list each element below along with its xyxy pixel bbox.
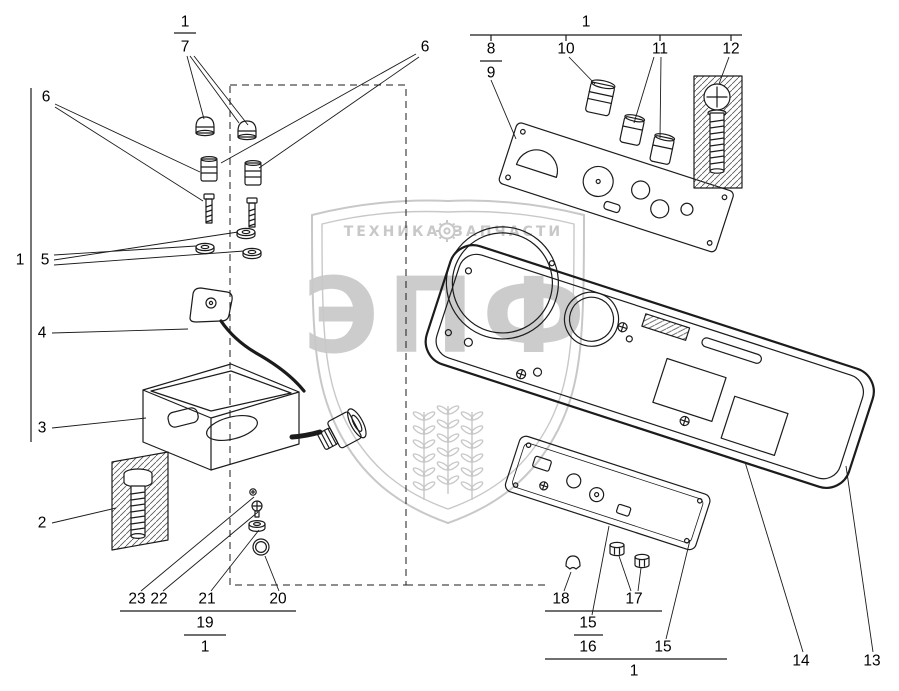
part-2-bolt [111, 451, 169, 551]
part-23-ball [249, 488, 257, 496]
part-13-gasket [424, 244, 875, 489]
leader-6-left [54, 103, 204, 202]
construction-lines [229, 84, 545, 586]
leader-6-top [220, 53, 420, 169]
leader-10 [568, 56, 596, 85]
parts-drawing [111, 75, 875, 570]
leader-23 [140, 496, 255, 592]
part-11-caps [619, 114, 676, 165]
part-12-screw [693, 75, 743, 189]
part-4-bracket [189, 287, 306, 393]
part-17-nuts [609, 541, 650, 569]
leader-14 [744, 461, 804, 653]
part-20-ring [252, 538, 270, 556]
leader-18 [563, 571, 572, 592]
watermark-word-left: ТЕХНИКА [344, 224, 441, 240]
gear-icon [436, 220, 458, 242]
leader-21 [210, 529, 260, 592]
leader-lines [51, 53, 874, 653]
leader-2 [51, 507, 117, 524]
leader-13 [845, 465, 874, 653]
part-10-cap [585, 79, 616, 117]
part-6-caps [200, 156, 262, 186]
leader-17 [618, 555, 642, 592]
part-7-cap-nuts [195, 116, 257, 141]
cable-connector [289, 408, 367, 450]
leader-5 [53, 231, 245, 266]
part-studs [203, 193, 258, 228]
part-15-16-lower-panel [504, 435, 711, 551]
watermark-shield [310, 199, 586, 525]
wheat-icon [412, 405, 484, 500]
watermark-brand: ЭПФ [303, 255, 594, 377]
part-9-top-panel [498, 122, 734, 253]
part-18-clip [565, 555, 581, 570]
part-21-nut [248, 519, 266, 532]
part-13-14-main-panel [424, 226, 875, 489]
leader-4 [51, 328, 189, 334]
leader-12 [718, 56, 730, 85]
leader-7 [186, 55, 249, 126]
leader-20 [264, 555, 280, 592]
callout-rule-lines [30, 32, 742, 660]
leader-15-16 [591, 525, 610, 616]
leader-15-right [665, 539, 691, 640]
part-22-screw [251, 500, 263, 518]
part-3-tray [142, 363, 300, 471]
leader-9 [490, 79, 517, 140]
leader-11 [633, 56, 662, 139]
part-5-washers [195, 227, 262, 260]
leader-22 [162, 511, 259, 592]
leader-3 [51, 417, 147, 429]
part-14-panel [435, 253, 864, 480]
